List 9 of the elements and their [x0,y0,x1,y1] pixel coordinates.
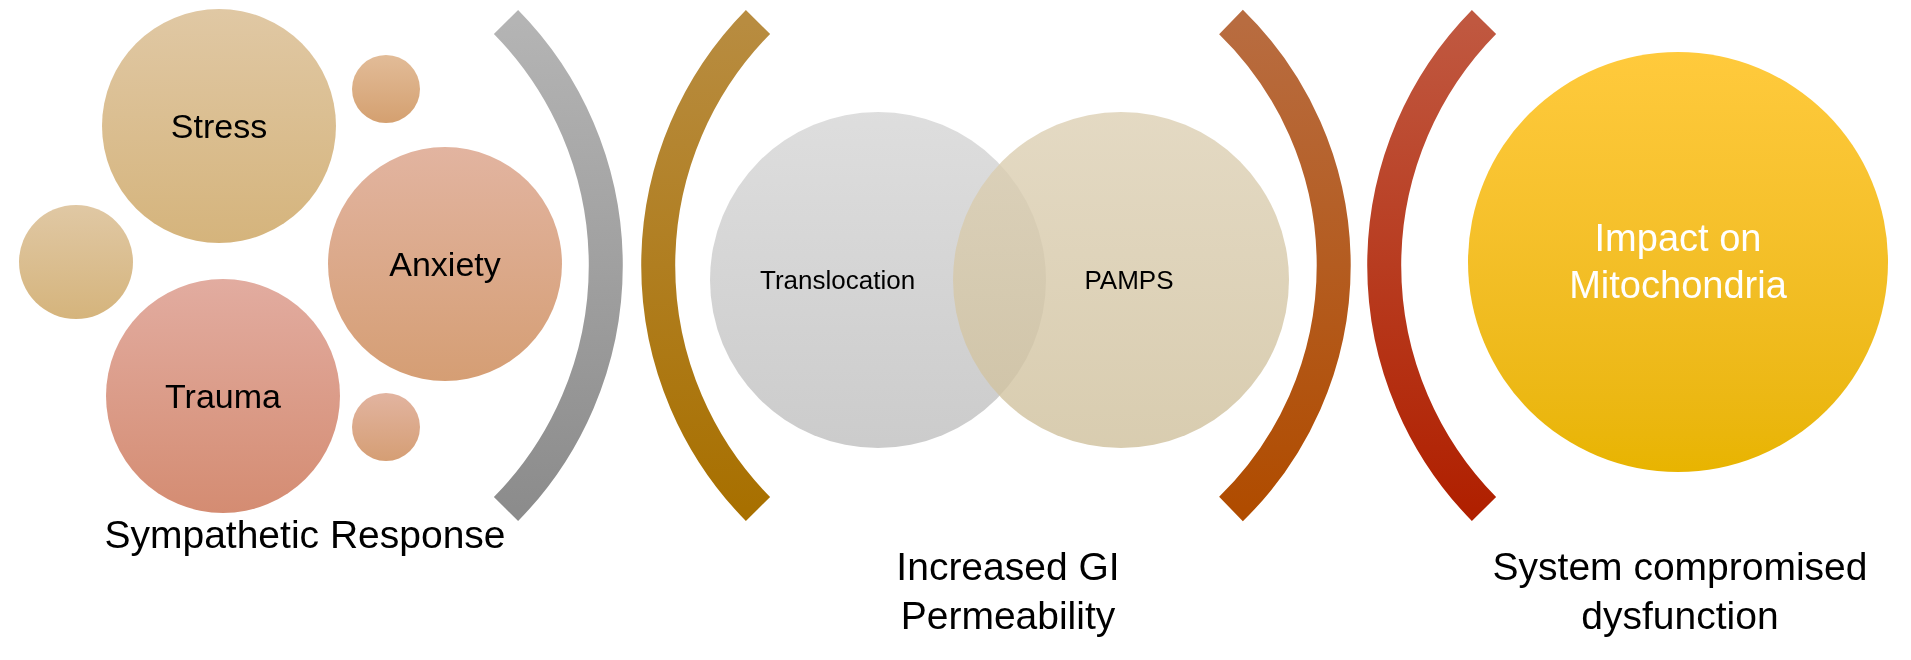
stage-caption: Sympathetic Response [104,512,506,558]
circle-label: Translocation [760,263,916,297]
stage-caption: Increased GI Permeability [895,544,1121,639]
circle-label: Trauma [165,375,281,417]
circle-label: PAMPS [1084,263,1174,297]
circle-label: Stress [170,105,268,147]
stage-caption: System compromised dysfunction [1491,544,1869,639]
circle-label: Anxiety [389,243,501,285]
circle-label: Impact on Mitochondria [1568,215,1788,308]
